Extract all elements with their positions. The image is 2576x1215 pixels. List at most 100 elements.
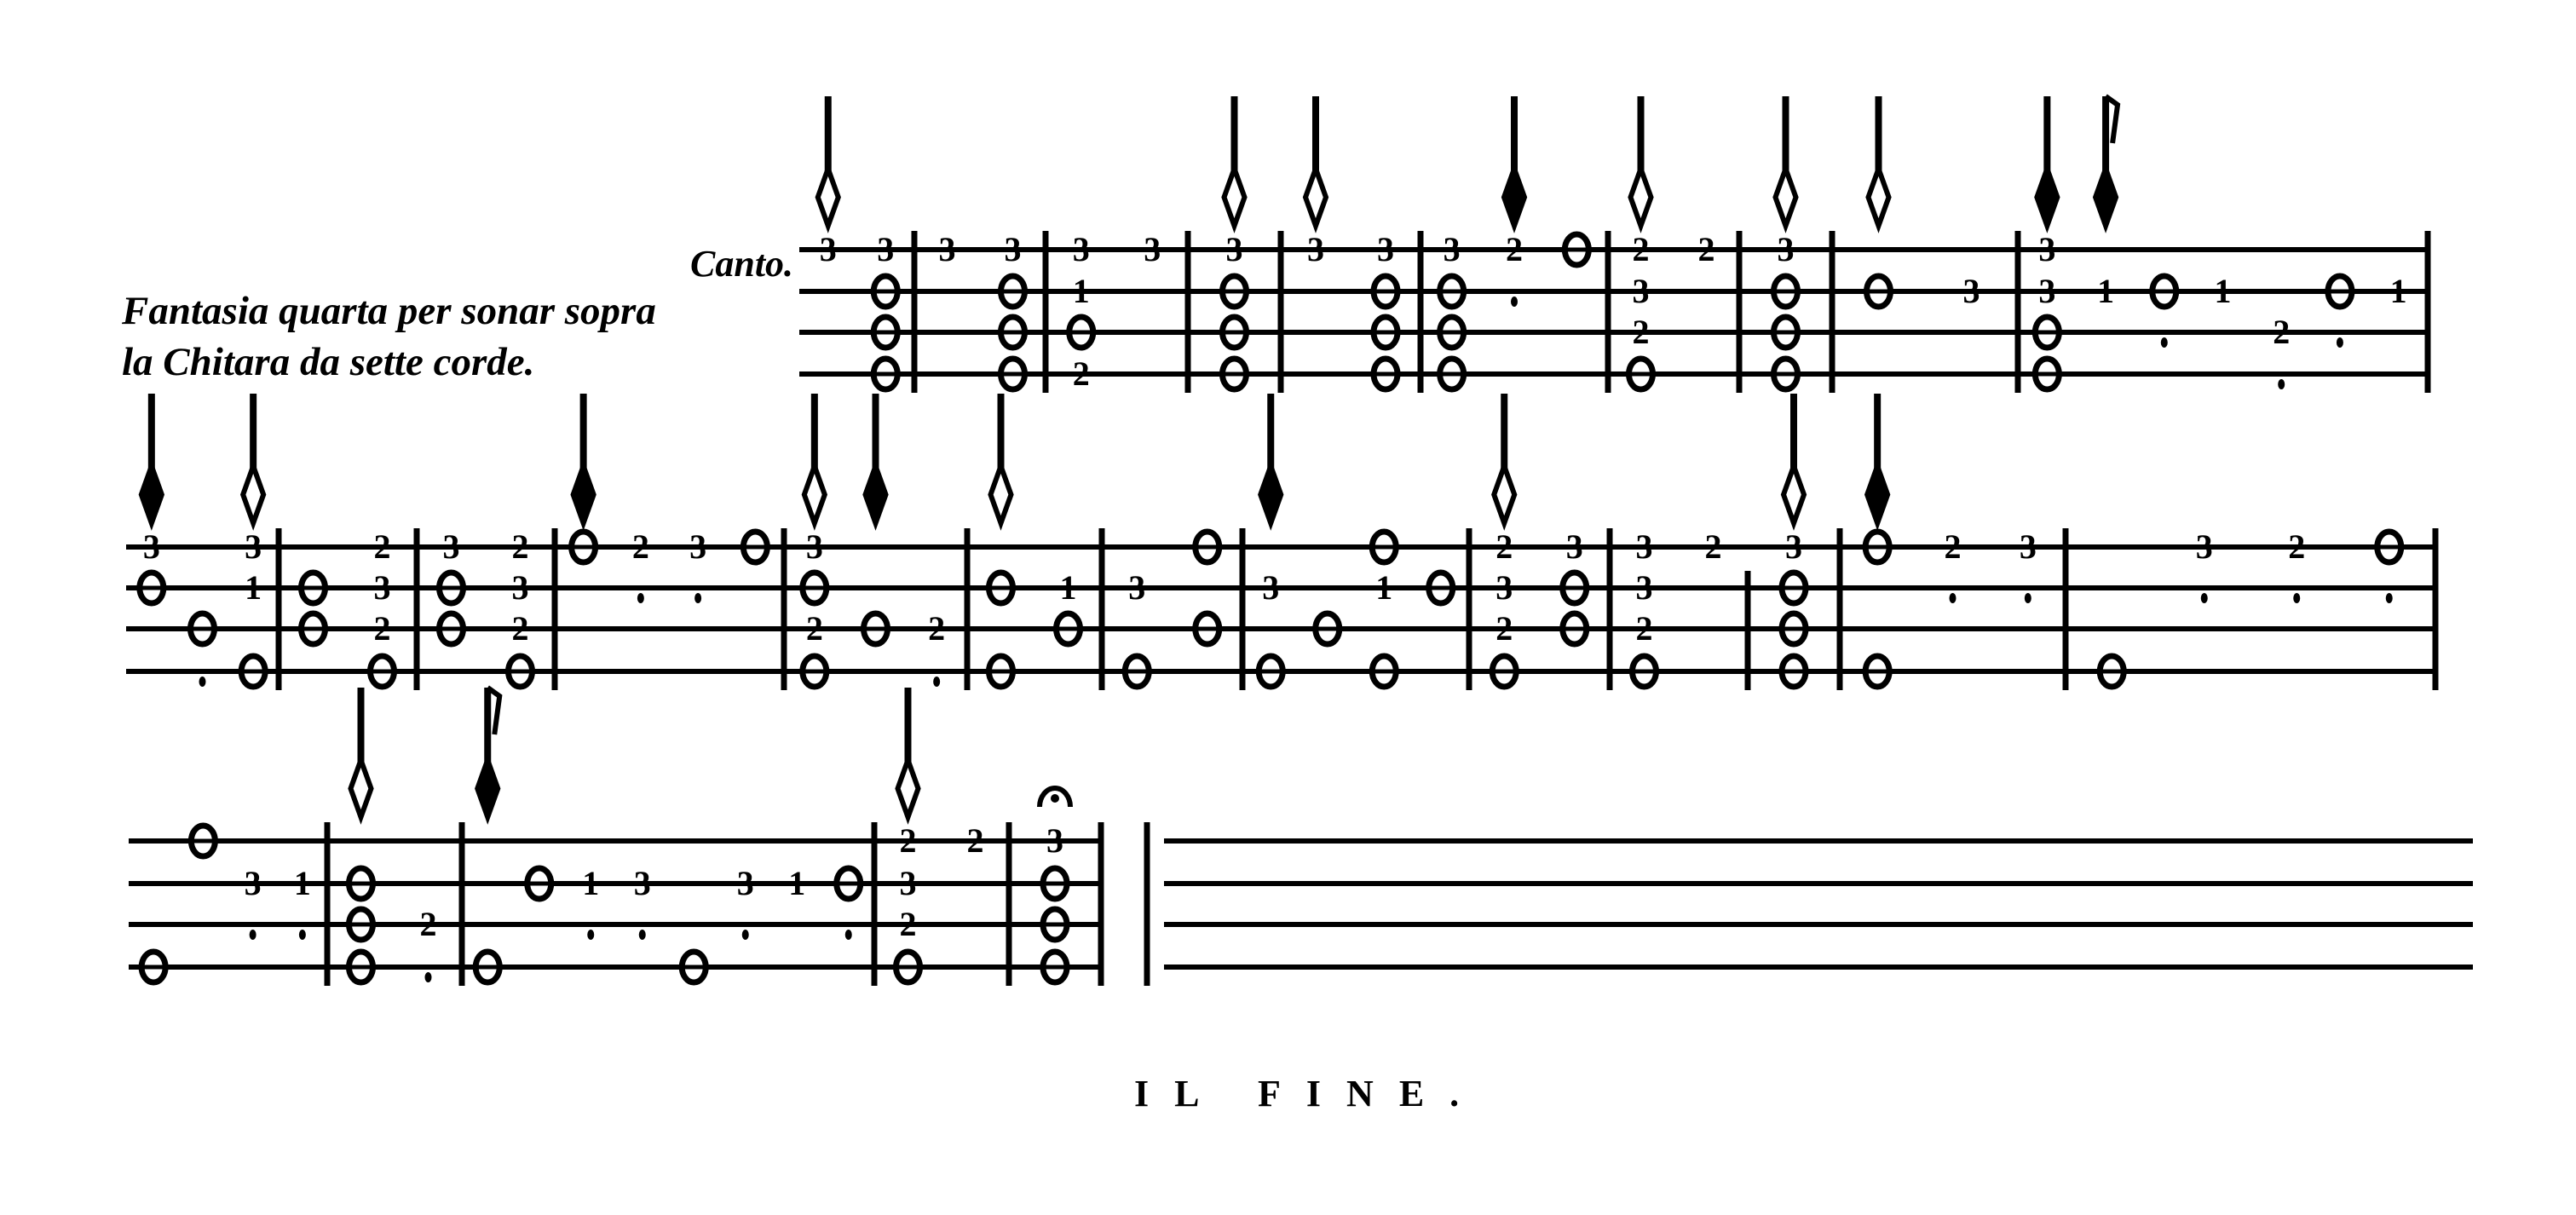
fret-number: 3 [1073,230,1090,268]
fret-number: 3 [1495,568,1513,607]
fret-number: 3 [939,230,956,268]
fret-number: 3 [245,864,262,902]
fret-number: 3 [2038,272,2055,310]
fret-number: 1 [582,864,599,902]
fingering-dot [2160,337,2168,348]
fret-number: 2 [1945,527,1962,566]
fret-number: 2 [2273,313,2290,351]
fret-number: 3 [2020,527,2037,566]
fret-number: 3 [512,568,529,607]
fret-number: 1 [294,864,311,902]
fret-number: 1 [245,568,262,607]
fret-number: 3 [900,864,917,902]
minim-note-head-icon [1865,161,1892,233]
fret-number: 3 [374,568,391,607]
semiminim-note-head-icon [1258,458,1284,531]
fret-number: 2 [806,609,823,648]
semiminim-note-head-icon [138,458,165,531]
fret-number: 1 [1073,272,1090,310]
fingering-dot [2293,593,2301,603]
fret-number: 1 [1060,568,1077,607]
minim-note-head-icon [801,458,828,531]
fingering-dot [2200,593,2208,603]
fingering-dot [1511,297,1518,307]
fret-number: 3 [820,230,837,268]
fingering-dot [637,593,644,603]
minim-note-head-icon [1628,161,1654,233]
fret-number: 1 [2390,272,2407,310]
fret-number: 3 [1778,230,1795,268]
fret-number: 2 [2288,527,2305,566]
fret-number: 3 [143,527,160,566]
fret-number: 3 [806,527,823,566]
semiminim-note-head-icon [862,458,889,531]
fret-number: 2 [374,609,391,648]
voice-label: Canto. [690,243,794,285]
fret-number: 3 [1633,272,1650,310]
fret-number: 1 [2097,272,2114,310]
fret-number: 3 [1005,230,1022,268]
fermata-dot [1051,794,1059,803]
fret-number: 2 [1633,313,1650,351]
fret-number: 3 [877,230,894,268]
croma-flag-icon [2104,94,2121,144]
fingering-dot [2385,593,2393,603]
fret-number: 3 [1128,568,1145,607]
fingering-dot [1949,593,1956,603]
fret-number: 3 [1636,527,1653,566]
croma-flag-icon [486,685,503,735]
fingering-dot [424,972,432,982]
fingering-dot [2024,593,2031,603]
minim-note-head-icon [1780,458,1807,531]
fingering-dot [638,930,646,940]
fret-number: 3 [1262,568,1279,607]
fret-number: 3 [1377,230,1394,268]
semiminim-note-head-icon [2034,161,2060,233]
fingering-dot [249,930,256,940]
fret-number: 2 [374,527,391,566]
fret-number: 2 [1495,609,1513,648]
minim-note-head-icon [1772,161,1799,233]
fret-number: 3 [2196,527,2213,566]
fret-number: 2 [1636,609,1653,648]
minim-note-head-icon [815,161,841,233]
croma-note-head-icon [475,752,501,825]
fret-number: 3 [1566,527,1583,566]
minim-note-head-icon [239,458,267,531]
fret-number: 2 [900,821,917,860]
fingering-dot [844,930,852,940]
fret-number: 1 [788,864,805,902]
fret-number: 2 [1705,527,1722,566]
fret-number: 2 [1506,230,1523,268]
fingering-dot [587,930,595,940]
fret-number: 2 [900,905,917,943]
fret-number: 3 [245,527,262,566]
fret-number: 3 [1785,527,1802,566]
minim-note-head-icon [988,458,1014,531]
piece-title-line-1: Fantasia quarta per sonar sopra [122,289,656,333]
fret-number: 3 [689,527,706,566]
fret-number: 1 [2215,272,2232,310]
minim-note-head-icon [348,752,374,825]
fret-number: 2 [512,609,529,648]
fret-number: 2 [1698,230,1715,268]
fret-number: 3 [737,864,754,902]
fret-number: 3 [1226,230,1243,268]
fingering-dot [694,593,702,603]
fret-number: 3 [1636,568,1653,607]
fret-number: 1 [1375,568,1392,607]
minim-note-head-icon [895,752,921,825]
fingering-dot [741,930,749,940]
fingering-dot [298,930,306,940]
fret-number: 3 [1963,272,1980,310]
fret-number: 2 [967,821,984,860]
fret-number: 2 [1633,230,1650,268]
fingering-dot [199,677,206,687]
fret-number: 2 [420,905,437,943]
piece-title-line-2: la Chitara da sette corde. [122,340,535,384]
fret-number: 3 [1444,230,1461,268]
fret-number: 3 [634,864,651,902]
semiminim-note-head-icon [570,458,596,531]
fingering-dot [933,677,941,687]
